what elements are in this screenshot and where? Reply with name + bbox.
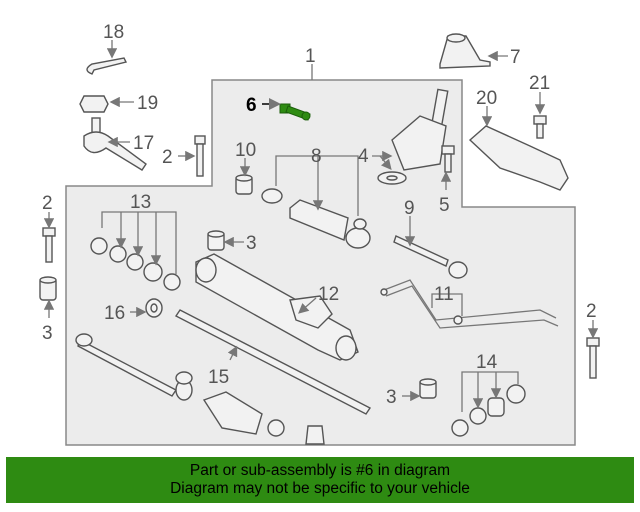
info-banner: Part or sub-assembly is #6 in diagram Di… (6, 457, 634, 503)
callout-3-right: 3 (386, 387, 397, 408)
bolt-left-part (42, 227, 56, 263)
gear-housing-part (377, 88, 449, 185)
cotter-pin-part (86, 57, 128, 75)
callout-17: 17 (133, 133, 154, 154)
callout-2-top: 2 (162, 147, 173, 168)
callout-14: 14 (476, 352, 498, 373)
callout-18: 18 (103, 22, 124, 43)
callout-19: 19 (137, 93, 158, 114)
fluid-lines-part (380, 279, 559, 329)
highlighted-bolt-part (279, 103, 311, 121)
callout-9: 9 (404, 198, 415, 219)
callout-13: 13 (130, 192, 151, 213)
callout-21: 21 (529, 73, 550, 94)
callout-16: 16 (104, 303, 125, 324)
seal-rings-part (90, 237, 181, 291)
seal-part (145, 298, 163, 318)
tie-rod-end-part (83, 117, 147, 171)
bolt-21-part (533, 115, 547, 139)
callout-8: 8 (311, 146, 322, 167)
bushing-left-part (39, 276, 57, 301)
tie-rod-left-part (75, 333, 325, 445)
boot-part (261, 188, 371, 249)
callout-3-mid: 3 (246, 233, 257, 254)
callout-11: 11 (434, 284, 454, 305)
callout-2-right: 2 (586, 301, 597, 322)
callout-12: 12 (318, 284, 339, 305)
callout-6: 6 (246, 95, 257, 116)
bushing-mid-part (207, 230, 225, 251)
banner-line-2: Diagram may not be specific to your vehi… (170, 480, 470, 497)
callout-2-left: 2 (42, 193, 53, 214)
callout-10: 10 (235, 140, 256, 161)
callout-5: 5 (439, 195, 450, 216)
cap-part (439, 33, 491, 69)
bolt-part (194, 135, 206, 177)
callout-7: 7 (510, 47, 521, 68)
callout-20: 20 (476, 88, 497, 109)
callout-4: 4 (358, 146, 369, 167)
heat-shield-part (468, 125, 569, 191)
bolt-right-part (586, 337, 600, 379)
bushing-part (235, 174, 253, 195)
rack-part (174, 309, 372, 415)
nut-part (79, 95, 109, 113)
callout-1: 1 (305, 46, 316, 67)
callout-3-left: 3 (42, 323, 53, 344)
banner-line-1: Part or sub-assembly is #6 in diagram (189, 462, 451, 479)
callout-15: 15 (208, 367, 229, 388)
bushing-right-part (419, 378, 437, 399)
seals-14-part (451, 384, 526, 437)
rack-housing-part (195, 253, 359, 361)
